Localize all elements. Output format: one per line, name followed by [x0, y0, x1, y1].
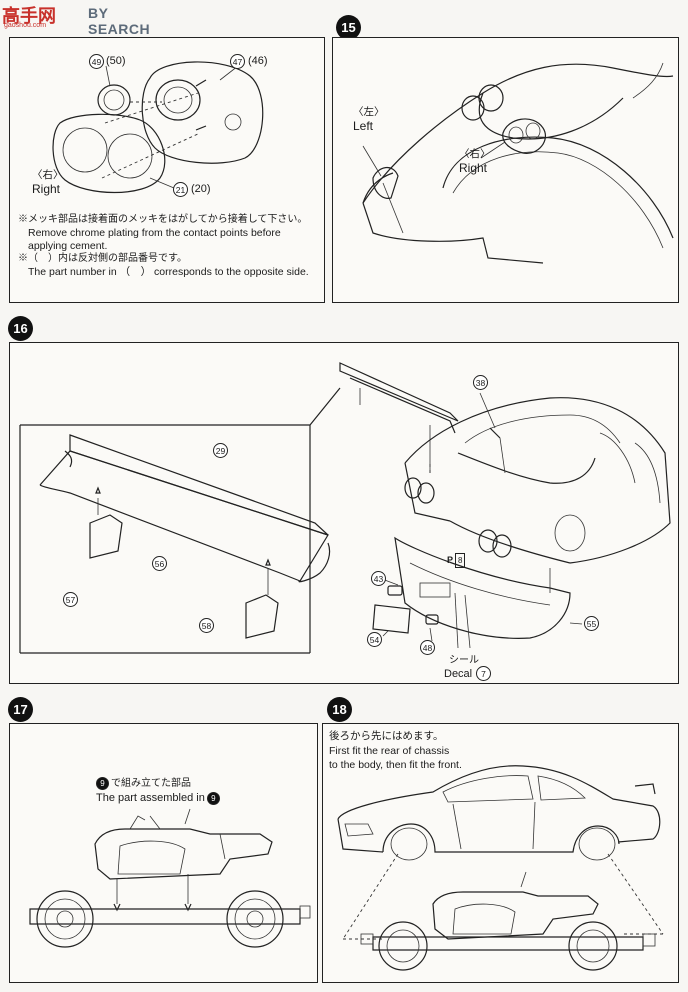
part-number-50: (50) [106, 55, 126, 67]
right-label-jp: 〈右〉 [32, 169, 64, 181]
step18-panel: 後ろから先にはめます。 First fit the rear of chassi… [322, 723, 679, 983]
part-number-38: 38 [473, 375, 488, 390]
part-number-56: 56 [152, 556, 167, 571]
part-number-47: 47 [230, 54, 245, 69]
part-number-58: 58 [199, 618, 214, 633]
left-label-jp: 〈左〉 [353, 106, 385, 118]
step14-drawing [52, 61, 264, 193]
instruction-en-b: to the body, then fit the front. [329, 759, 462, 771]
right-label-jp: 〈右〉 [459, 148, 491, 160]
step18-number: 18 [327, 697, 352, 722]
note-chrome-en-b: applying cement. [28, 240, 108, 252]
note-chrome-en-a: Remove chrome plating from the contact p… [28, 227, 281, 239]
decal-label-en: Decal [444, 668, 473, 680]
left-label-en: Left [353, 119, 374, 133]
step15-number: 15 [336, 15, 361, 40]
step14-panel: 49 (50) 47 (46) 21 (20) 〈右〉 Right ※メッキ部品… [9, 37, 325, 303]
instruction-en-a: First fit the rear of chassis [329, 745, 450, 757]
decal-number-7: 7 [476, 666, 491, 681]
seal-label-jp: シール [449, 655, 479, 666]
watermark-domain: gaoshou.com [4, 22, 47, 29]
part-number-46: (46) [248, 55, 268, 67]
part-number-43: 43 [371, 571, 386, 586]
assembled-label-en: The part assembled in 9 [96, 792, 220, 805]
part-number-20: (20) [191, 183, 211, 195]
part-number-49: 49 [89, 54, 104, 69]
note-chrome-jp: ※メッキ部品は接着面のメッキをはがしてから接着して下さい。 [18, 214, 308, 225]
right-label-en: Right [32, 182, 61, 196]
watermark-search: BY SEARCH [88, 5, 151, 37]
step18-drawing [337, 765, 664, 971]
part-number-57: 57 [63, 592, 78, 607]
step17-drawing [29, 808, 311, 948]
assembled-label-jp: 9 で組み立てた部品 [96, 777, 191, 790]
step17-number: 17 [8, 697, 33, 722]
step16-number: 16 [8, 316, 33, 341]
note-opposite-jp: ※（ ）内は反対側の部品番号です。 [18, 253, 187, 264]
part-number-54: 54 [367, 632, 382, 647]
step17-panel: 9 で組み立てた部品 The part assembled in 9 [9, 723, 318, 983]
note-opposite-en: The part number in （ ） corresponds to th… [28, 266, 309, 278]
step15-drawing [362, 62, 674, 264]
step15-panel: 〈左〉 Left 〈右〉 Right [332, 37, 679, 303]
step16-drawing [19, 362, 671, 654]
right-label-en: Right [459, 161, 488, 175]
watermark-logo: 高手网 gaoshou.com BY SEARCH [0, 0, 170, 37]
part-number-55: 55 [584, 616, 599, 631]
watermark-brand: 高手网 [2, 6, 56, 26]
instruction-jp: 後ろから先にはめます。 [329, 730, 444, 742]
part-number-21: 21 [173, 182, 188, 197]
part-number-29: 29 [213, 443, 228, 458]
part-number-48: 48 [420, 640, 435, 655]
